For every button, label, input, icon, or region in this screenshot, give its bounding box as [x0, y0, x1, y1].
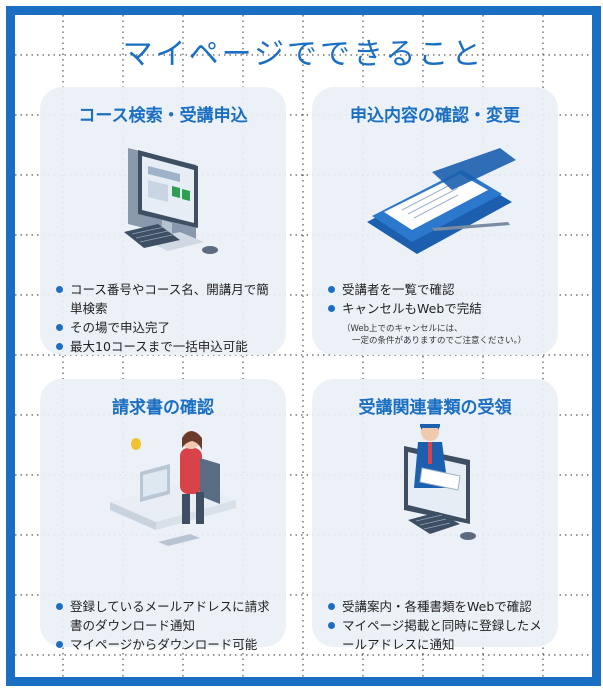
- page-title: マイページでできること: [122, 37, 485, 72]
- card-application-check: 申込内容の確認・変更 受講者を一覧で確認 キャンセルもWebで完結 （Web上で…: [312, 87, 558, 355]
- list-item: 受講者を一覧で確認: [328, 280, 548, 299]
- list-item: 登録しているメールアドレスに請求書のダウンロード通知: [56, 597, 276, 635]
- office-worker-illustration-icon: [110, 431, 236, 546]
- computer-illustration-icon: [124, 147, 218, 254]
- card-heading: 請求書の確認: [112, 398, 214, 418]
- card-heading: 申込内容の確認・変更: [350, 106, 520, 126]
- cancel-note: （Web上でのキャンセルには、 一定の条件がありますのでご注意ください。）: [328, 323, 526, 347]
- list-item: キャンセルもWebで完結: [328, 299, 548, 318]
- note-line: （Web上でのキャンセルには、: [342, 324, 463, 334]
- list-item: その場で申込完了: [56, 318, 276, 337]
- list-item: 最大10コースまで一括申込可能: [56, 337, 276, 356]
- card-course-documents: 受講関連書類の受領 受講案内・各種書類をWebで確認 マイページ掲載と同時に登録…: [312, 379, 558, 652]
- document-folder-icon: [367, 148, 516, 254]
- info-panel: マイページでできること コース検索・受講申込 コース番号やコース名、開講月で簡単…: [6, 6, 601, 686]
- feature-list: 受講案内・各種書類をWebで確認 マイページ掲載と同時に登録したメールアドレスに…: [328, 597, 548, 654]
- feature-list: コース番号やコース名、開講月で簡単検索 その場で申込完了 最大10コースまで一括…: [56, 280, 276, 356]
- person-with-monitor-illustration-icon: [404, 424, 476, 540]
- list-item: 受講案内・各種書類をWebで確認: [328, 597, 548, 616]
- card-heading: 受講関連書類の受領: [358, 398, 512, 418]
- card-invoice: 請求書の確認 登録しているメールアドレスに請求書のダウンロード通知 マイページか…: [40, 379, 286, 652]
- note-line: 一定の条件がありますのでご注意ください。）: [352, 336, 527, 346]
- feature-list: 受講者を一覧で確認 キャンセルもWebで完結: [328, 280, 548, 318]
- list-item: マイページからダウンロード可能: [56, 635, 276, 654]
- card-heading: コース検索・受講申込: [78, 106, 248, 126]
- list-item: コース番号やコース名、開講月で簡単検索: [56, 280, 276, 318]
- card-course-search: コース検索・受講申込 コース番号やコース名、開講月で簡単検索 その場で申込完了 …: [40, 87, 286, 355]
- list-item: マイページ掲載と同時に登録したメールアドレスに通知: [328, 616, 548, 654]
- feature-list: 登録しているメールアドレスに請求書のダウンロード通知 マイページからダウンロード…: [56, 597, 276, 654]
